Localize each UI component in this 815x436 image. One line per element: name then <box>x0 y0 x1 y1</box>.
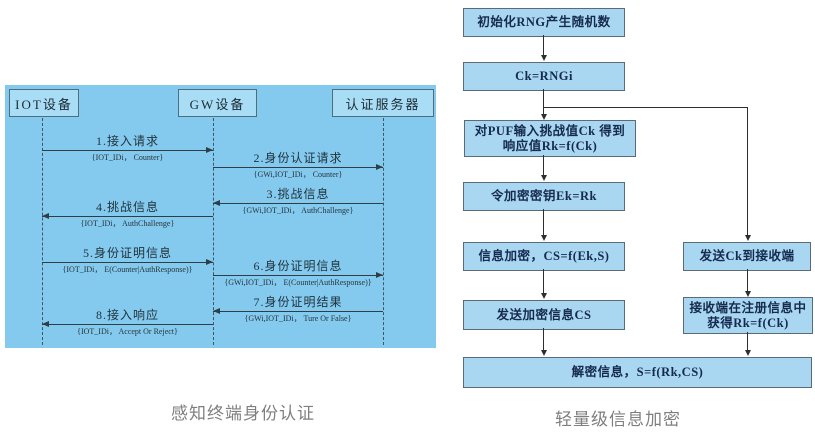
flow-arrow-down-icon <box>540 209 547 241</box>
flow-box-ck-rngi: Ck=RNGi <box>463 62 625 91</box>
message-5-params: {IOT_IDi， E(Counter|AuthResponse)} <box>62 265 193 274</box>
flow-box-message-encrypt: 信息加密，CS=f(Ek,S) <box>463 242 625 271</box>
message-5-label: 5.身份证明信息 <box>82 246 172 260</box>
message-2-params: {GWi,IOT_IDi， Counter} <box>253 170 343 179</box>
flow-branch-arrow-down-icon <box>744 107 751 241</box>
sequence-diagram-panel: IOT设备 GW设备 认证服务器 1.接入请求 {IOT_IDi， Counte… <box>5 85 436 348</box>
arrow-right-icon <box>42 147 213 153</box>
lifeline-server <box>383 118 384 345</box>
message-2-label: 2.身份认证请求 <box>253 151 343 165</box>
flow-arrow-down-icon <box>540 35 547 61</box>
message-7-label: 7.身份证明结果 <box>253 295 343 309</box>
actor-box-server: 认证服务器 <box>332 89 434 117</box>
message-5: 5.身份证明信息 {IOT_IDi， E(Counter|AuthRespons… <box>42 246 213 275</box>
message-3-label: 3.挑战信息 <box>266 187 330 201</box>
flow-branch-line <box>543 107 747 108</box>
flow-arrow-down-icon <box>540 328 547 356</box>
arrow-right-icon <box>213 272 383 278</box>
message-2: 2.身份认证请求 {GWi,IOT_IDi， Counter} <box>213 151 383 180</box>
flow-box-encrypt-key: 令加密密钥Ek=Rk <box>463 182 625 211</box>
message-6-params: {GWi,IOT_IDi， E(Counter|AuthResponse)} <box>224 278 372 287</box>
actor-box-gw: GW设备 <box>178 89 257 117</box>
sequence-caption: 感知终端身份认证 <box>171 404 315 423</box>
message-6: 6.身份证明信息 {GWi,IOT_IDi， E(Counter|AuthRes… <box>213 259 383 288</box>
flow-box-send-ck: 发送Ck到接收端 <box>683 242 811 271</box>
flow-box-puf-response: 对PUF输入挑战值Ck 得到 响应值Rk=f(Ck) <box>464 120 636 157</box>
flow-box-send-cs: 发送加密信息CS <box>463 300 625 330</box>
arrow-left-icon <box>213 308 383 314</box>
message-8-label: 8.接入响应 <box>95 308 159 322</box>
message-1-label: 1.接入请求 <box>95 134 159 148</box>
message-6-label: 6.身份证明信息 <box>253 259 343 273</box>
arrow-left-icon <box>213 200 383 206</box>
flowchart-caption: 轻量级信息加密 <box>555 410 681 429</box>
lifeline-iot <box>42 118 43 345</box>
flow-arrow-down-icon <box>540 269 547 299</box>
flow-box-decrypt: 解密信息，S=f(Rk,CS) <box>463 357 812 388</box>
message-4: 4.挑战信息 {IOT_IDi， AuthChallenge} <box>42 200 213 229</box>
message-8-params: {IOT_IDi， Accept Or Reject} <box>77 327 178 336</box>
flow-arrow-down-icon <box>540 155 547 181</box>
arrow-right-icon <box>42 259 213 265</box>
message-8: 8.接入响应 {IOT_IDi， Accept Or Reject} <box>42 308 213 337</box>
message-3: 3.挑战信息 {GWi,IOT_IDi， AuthChallenge} <box>213 187 383 216</box>
arrow-left-icon <box>42 321 213 327</box>
flow-arrow-down-icon <box>540 89 547 120</box>
message-4-params: {IOT_IDi， AuthChallenge} <box>80 219 175 228</box>
message-7-params: {GWi,IOT_IDi， Ture Or False} <box>244 314 352 323</box>
message-1: 1.接入请求 {IOT_IDi， Counter} <box>42 134 213 163</box>
arrow-right-icon <box>213 164 383 170</box>
actor-box-iot: IOT设备 <box>9 89 79 117</box>
flow-box-init-rng: 初始化RNG产生随机数 <box>463 8 625 37</box>
flow-arrow-down-icon <box>744 332 751 356</box>
message-7: 7.身份证明结果 {GWi,IOT_IDi， Ture Or False} <box>213 295 383 324</box>
message-4-label: 4.挑战信息 <box>95 200 159 214</box>
flow-box-receiver-rk: 接收端在注册信息中 获得Rk=f(Ck) <box>683 297 813 334</box>
message-1-params: {IOT_IDi， Counter} <box>91 153 164 162</box>
lifeline-gw <box>213 118 214 345</box>
message-3-params: {GWi,IOT_IDi， AuthChallenge} <box>242 206 354 215</box>
arrow-left-icon <box>42 213 213 219</box>
flow-arrow-down-icon <box>744 269 751 297</box>
